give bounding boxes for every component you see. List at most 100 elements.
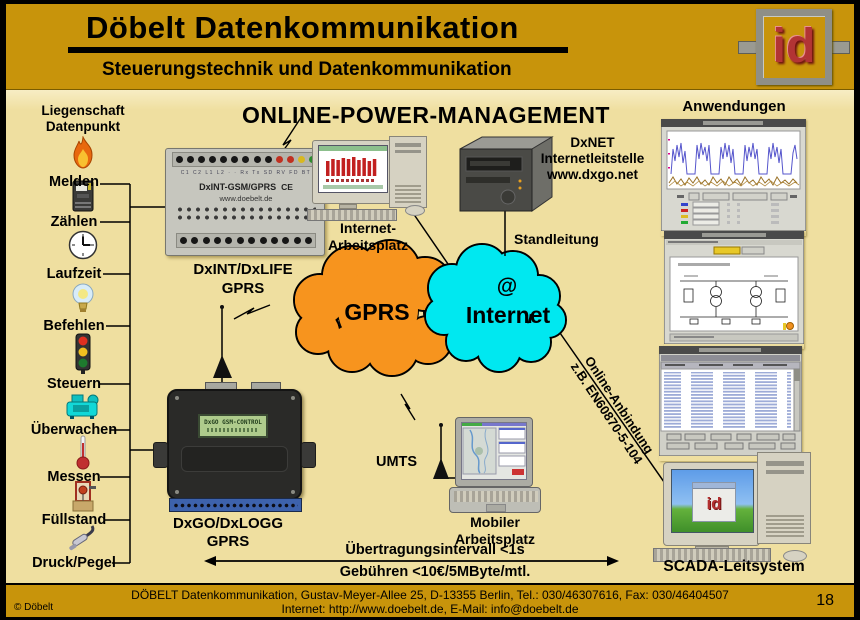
mobile-workstation-label-line1: Mobiler (470, 514, 520, 530)
dxnet-label-line2: Internetleitstelle (540, 151, 645, 166)
scada-keyboard (653, 548, 771, 562)
monitor-screen (318, 145, 388, 193)
scada-monitor: id (663, 462, 760, 546)
internet-workstation-label-line2: Arbeitsplatz (327, 237, 409, 253)
company-logo: id (738, 4, 850, 90)
desktop-tower (389, 136, 427, 208)
dxint-device-url: www.doebelt.de (219, 194, 273, 203)
internet-workstation (305, 133, 431, 221)
dxint-label: DxINT/DxLIFE GPRS (163, 260, 323, 298)
logo-rod-left (738, 41, 758, 54)
dxint-terminal-dots (176, 215, 316, 220)
scada-label: SCADA-Leitsystem (663, 558, 805, 575)
dxint-label-line2: GPRS (221, 280, 265, 297)
monitor (312, 140, 394, 204)
mobile-workstation-label-line2: Arbeitsplatz (454, 531, 536, 547)
at-symbol: @ (496, 275, 518, 298)
datapoint-label: Druck/Pegel (32, 555, 116, 571)
logo-rod-right (830, 41, 850, 54)
datapoint-label: Zählen (50, 214, 98, 230)
logo-id-text: id (772, 20, 816, 73)
umts-label: UMTS (376, 454, 418, 470)
datapoint-label: Füllstand (41, 512, 107, 528)
online-link-annotation: Online-Anbindung z.B. EN60870-5-104 (552, 327, 674, 490)
page-number: 18 (816, 592, 834, 609)
clock-icon (68, 230, 98, 265)
footer-address: DÖBELT Datenkommunikation, Gustav-Meyer-… (131, 588, 729, 602)
laptop-lid (455, 417, 533, 487)
dxgo-mount-ear (301, 442, 316, 468)
laptop-base (449, 487, 541, 513)
thermometer-icon (76, 434, 90, 475)
footer-copyright: © Döbelt (14, 602, 54, 613)
dxgo-label: DxGO/DxLOGG GPRS (148, 515, 308, 551)
fire-icon (66, 135, 100, 177)
scada-window-logo: id (706, 494, 722, 513)
datapoint-label: Messen (47, 469, 101, 485)
dxint-label-line1: DxINT/DxLIFE (193, 261, 293, 278)
diagram-title: ONLINE-POWER-MANAGEMENT (242, 102, 610, 128)
mouse (405, 205, 425, 216)
gprs-cloud-label: GPRS (344, 299, 410, 325)
datapoint-label: Überwachen (30, 422, 118, 438)
dxint-terminal-strip-bottom (176, 233, 316, 248)
footer-contact: Internet: http://www.doebelt.de, E-Mail:… (281, 602, 579, 616)
datapoint-label: Steuern (47, 376, 101, 392)
scada-screen: id (671, 469, 754, 533)
slide-header: Döbelt Datenkommunikation Steuerungstech… (6, 4, 854, 90)
dxint-device: C1 C2 L1 L2 · · Rx Tx SD RV FD BT DxINT-… (165, 148, 325, 256)
slide-subtitle: Steuerungstechnik und Datenkommunikation (102, 59, 512, 80)
dxint-terminal-labels: C1 C2 L1 L2 · · Rx Tx SD RV FD BT (180, 170, 312, 176)
internet-workstation-label-line1: Internet- (340, 220, 396, 236)
dxnet-label: DxNET Internetleitstelle www.dxgo.net (530, 135, 655, 183)
dxgo-lcd-text: DxGO GSM-CONTROL (204, 419, 262, 426)
datapoint-heading-line1: Liegenschaft (41, 103, 125, 118)
app-screenshot-schematic (663, 230, 805, 349)
standleitung-label: Standleitung (514, 231, 599, 247)
mobile-workstation-label: Mobiler Arbeitsplatz (437, 514, 553, 548)
ce-mark: CE (281, 182, 293, 192)
dxnet-label-line3: www.dxgo.net (547, 167, 638, 182)
probe-icon (68, 524, 98, 559)
scada-mouse (783, 550, 807, 562)
bulb-icon (70, 282, 96, 321)
datapoint-heading: Liegenschaft Datenpunkt (26, 103, 140, 135)
dxgo-lcd-display: DxGO GSM-CONTROL (198, 414, 268, 438)
app-screenshot-table (658, 345, 803, 461)
transfer-interval-label: Übertragungsintervall <1s (345, 542, 525, 558)
dxgo-body (167, 389, 302, 500)
dxgo-device: DxGO GSM-CONTROL (153, 380, 316, 514)
dxgo-label-line2: GPRS (206, 533, 250, 550)
internet-cloud-label: Internet (465, 302, 551, 328)
dxgo-panel (181, 446, 288, 472)
laptop-touchpad (486, 504, 506, 512)
datapoint-label: Befehlen (43, 318, 105, 334)
mobile-workstation (449, 417, 541, 515)
logo-frame: id (756, 9, 832, 85)
dxnet-label-line1: DxNET (570, 135, 615, 150)
datapoint-label: Laufzeit (46, 266, 102, 282)
traffic-light-icon (73, 333, 93, 380)
scada-system: id (653, 450, 823, 562)
datapoint-label: Melden (49, 174, 99, 190)
company-title: Döbelt Datenkommunikation (86, 10, 519, 45)
compressor-icon (65, 392, 101, 425)
scada-window-titlebar (693, 483, 735, 489)
dxnet-server (452, 133, 558, 220)
datapoint-heading-line2: Datenpunkt (45, 119, 121, 134)
dxint-terminal-dots (176, 207, 316, 212)
dxint-terminal-strip-top (172, 152, 320, 167)
dxgo-lcd-noise (207, 428, 259, 432)
laptop-screen (461, 422, 527, 480)
dxgo-label-line1: DxGO/DxLOGG (172, 515, 284, 532)
meter-icon (71, 180, 95, 217)
scada-tower (757, 452, 811, 544)
scada-window: id (692, 482, 736, 522)
diagram-area: ONLINE-POWER-MANAGEMENT Liegenschaft Dat… (6, 90, 854, 583)
laptop-keyboard (454, 491, 538, 502)
internet-workstation-label: Internet- Arbeitsplatz (312, 220, 424, 254)
dxgo-terminal-strip (169, 498, 302, 512)
title-underline (68, 47, 568, 53)
